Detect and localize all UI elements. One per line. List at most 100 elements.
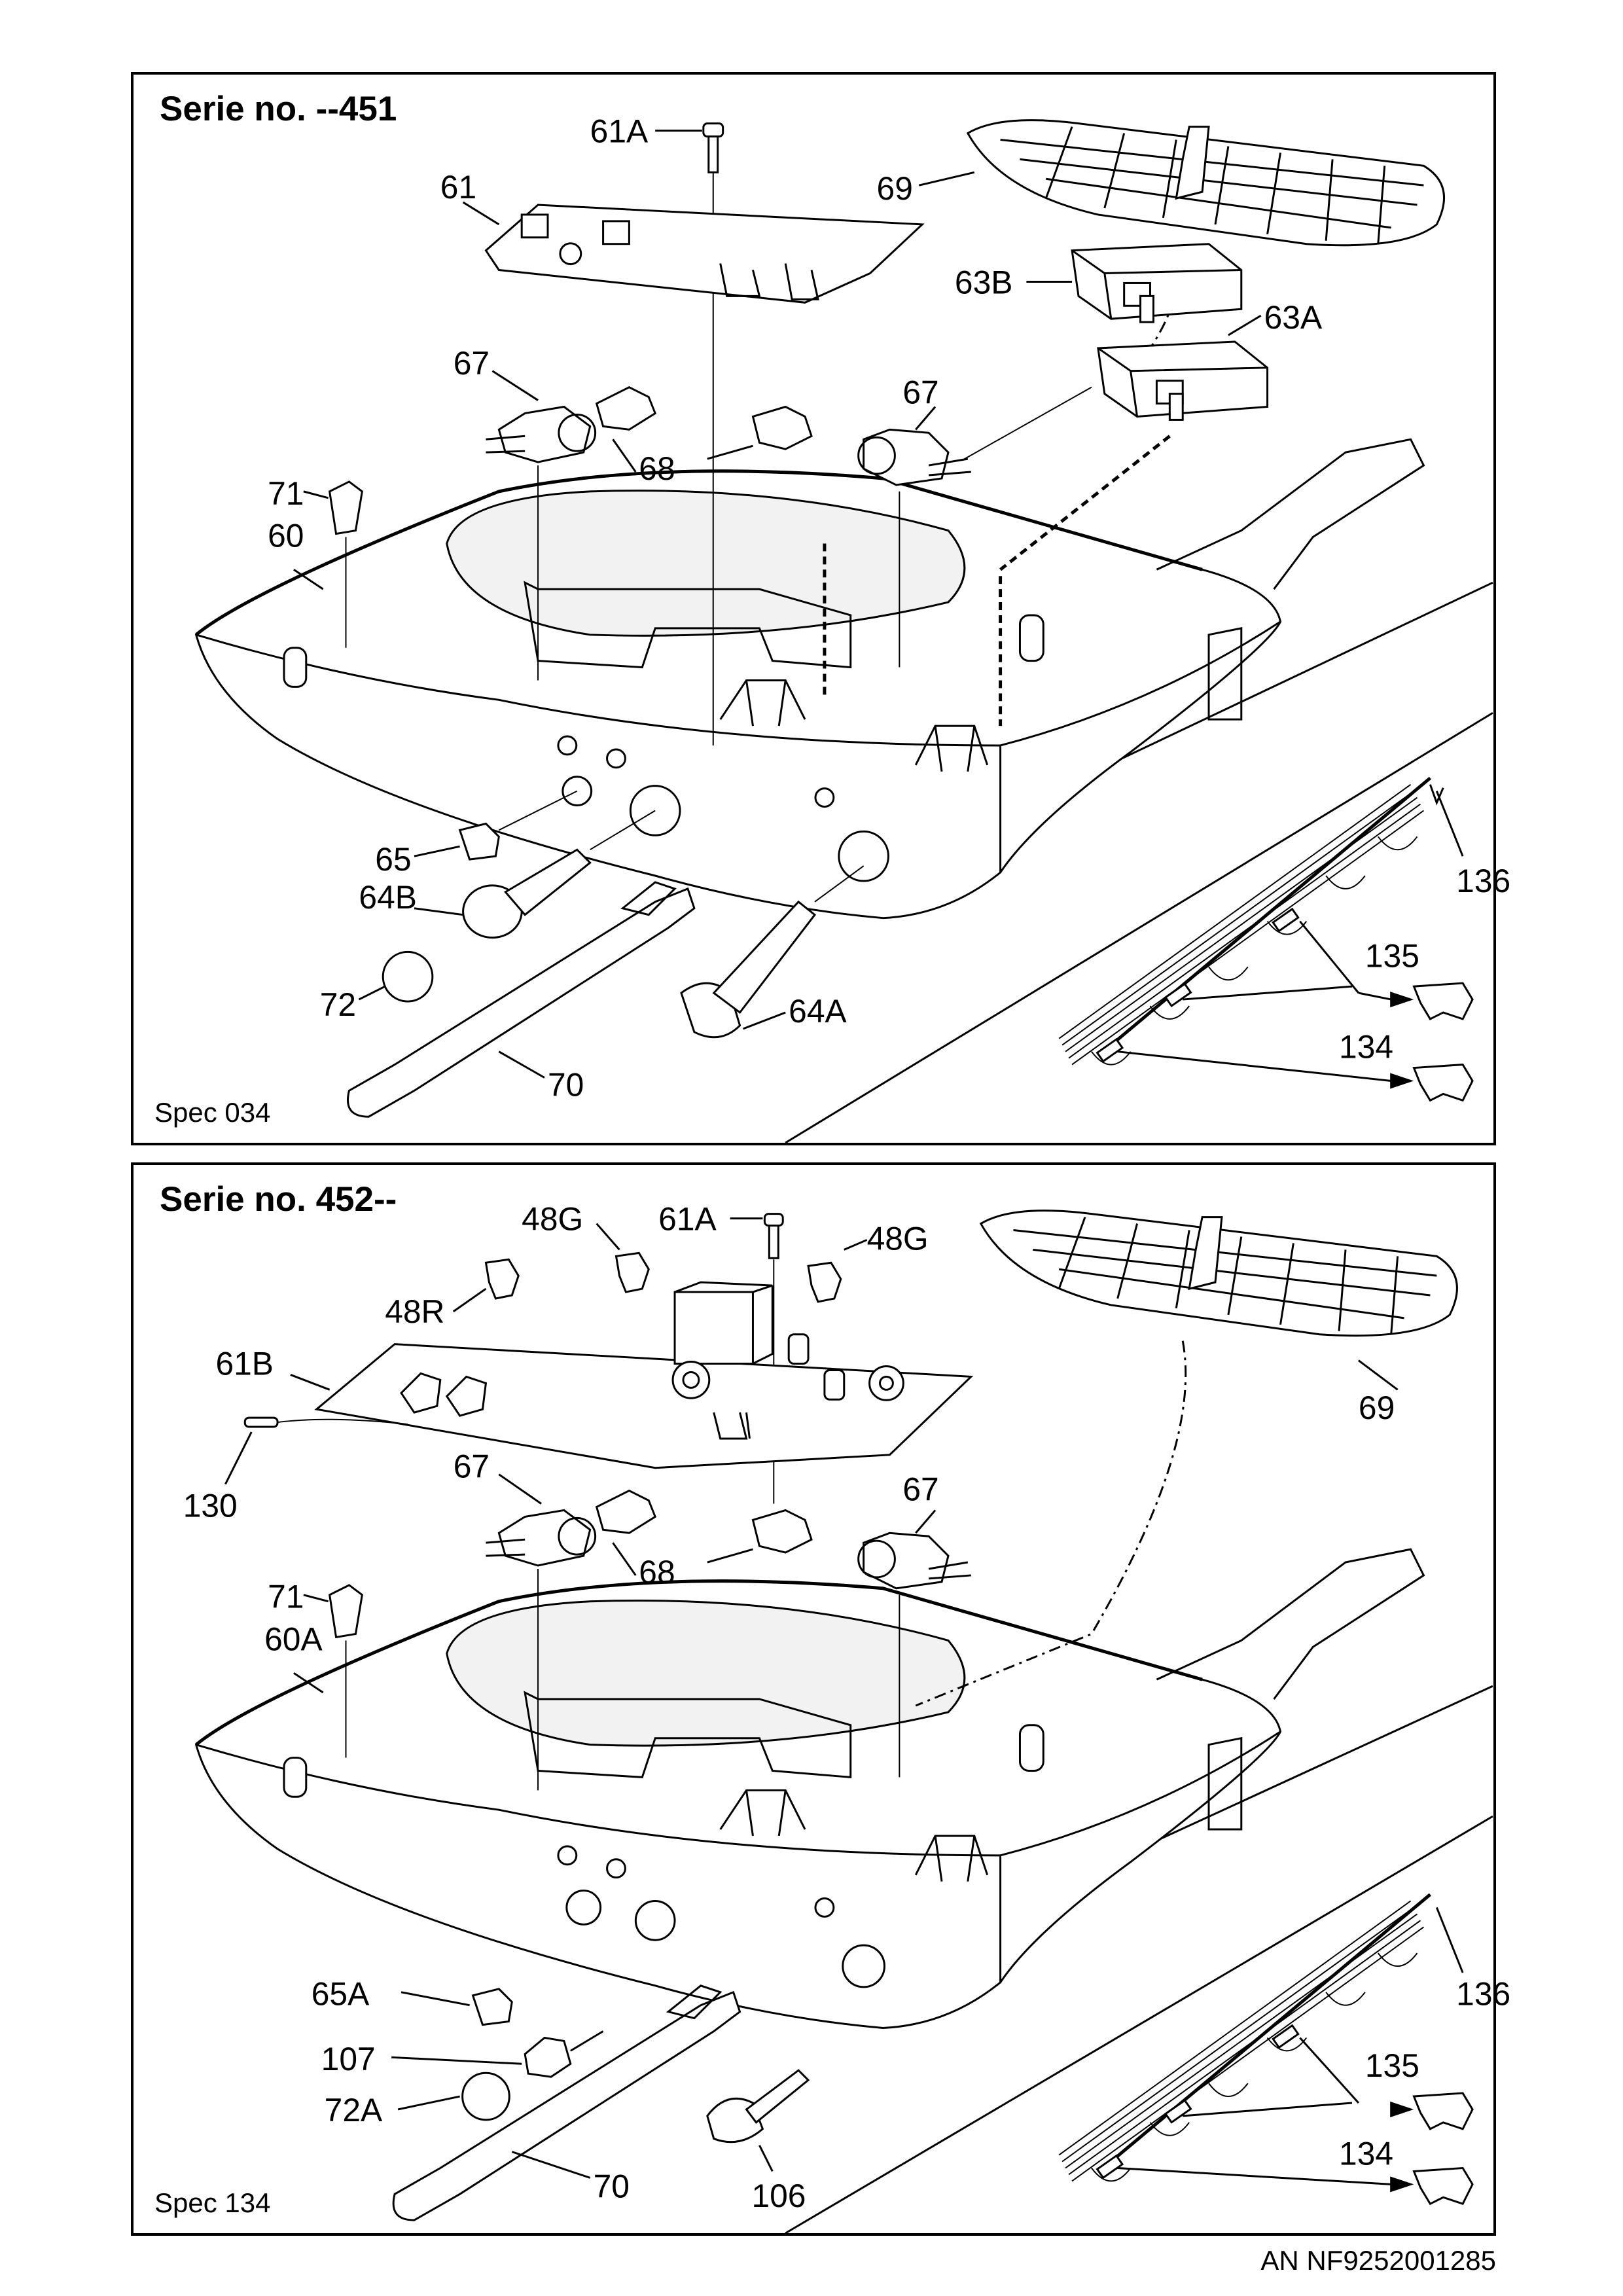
exploded-drawing: 61A 61 69	[194, 113, 1510, 1144]
callout-48G-left: 48G	[522, 1201, 583, 1238]
lamp-part-68: 68	[595, 1489, 813, 1590]
callout-67-right: 67	[902, 1471, 938, 1507]
callout-130: 130	[183, 1487, 238, 1524]
assembly-dashed-line	[823, 543, 1003, 726]
circuit-board-part-61: 61	[440, 169, 925, 304]
sensor-part-130: 130	[183, 1416, 408, 1524]
housing-hole	[842, 1944, 885, 1988]
heating-element-assembly: 136 135 134	[1058, 1893, 1510, 2206]
clip-part-71: 71 60A	[264, 1579, 364, 1758]
callout-61B: 61B	[215, 1345, 274, 1382]
callout-67-right: 67	[902, 374, 938, 411]
lamp-part-68: 68	[595, 386, 813, 487]
cover-grille-part-69: 69	[915, 1210, 1458, 1707]
button-part-72A: 72A	[325, 2072, 510, 2128]
callout-48G-right: 48G	[867, 1220, 929, 1257]
housing-hole	[634, 1899, 676, 1941]
bracket-part-48R: 48R	[385, 1258, 520, 1330]
heating-element-assembly: 136 135 134	[1058, 776, 1510, 1102]
switch-part-63A: 63A	[964, 299, 1323, 571]
lamp-holder-part-67: 67	[857, 374, 971, 668]
element-wire-136	[1110, 1893, 1431, 2163]
callout-68: 68	[639, 1554, 675, 1590]
housing-post	[283, 647, 308, 688]
callout-70: 70	[594, 2168, 630, 2204]
callout-71: 71	[268, 1579, 304, 1615]
button-part-72: 72	[320, 950, 434, 1023]
element-wire-136	[1110, 776, 1431, 1047]
callout-67-left: 67	[454, 1448, 490, 1485]
cover-grille-part-69: 69	[877, 119, 1446, 349]
housing-part-60A	[194, 1548, 1425, 2030]
lamp-holder-part-67: 67	[454, 1448, 597, 1791]
callout-135: 135	[1365, 2047, 1419, 2084]
callout-69: 69	[1359, 1390, 1395, 1426]
callout-135: 135	[1365, 937, 1419, 974]
callout-65: 65	[375, 841, 411, 878]
callout-107: 107	[321, 2041, 376, 2077]
serie-title: Serie no. 452--	[160, 1180, 397, 1219]
callout-134: 134	[1339, 1029, 1393, 1066]
clip-part-134	[1412, 1064, 1474, 1102]
indicator-part-65A: 65A	[312, 1976, 513, 2026]
assembly-dashed-line	[999, 435, 1171, 571]
callout-61A: 61A	[590, 113, 649, 149]
callout-134: 134	[1339, 2136, 1393, 2172]
clip-part-135	[1412, 2092, 1474, 2130]
bracket-part-48G: 48G	[807, 1220, 929, 1303]
slider-part-70: 70	[347, 881, 696, 1118]
screw-part-61A: 61A	[658, 1201, 784, 1504]
background-diagonal	[785, 711, 1493, 1144]
callout-72A: 72A	[325, 2092, 383, 2128]
assembly-dashed-line	[915, 1340, 1187, 1707]
callout-136: 136	[1456, 1976, 1510, 2013]
spec-label: Spec 034	[154, 1097, 271, 1128]
callout-136: 136	[1456, 863, 1510, 899]
knob-part-106: 106	[706, 2069, 810, 2214]
knob-part-64B: 64B	[359, 810, 656, 939]
housing-hole	[562, 776, 593, 807]
callout-64A: 64A	[789, 993, 847, 1030]
lamp-holder-part-67: 67	[857, 1471, 971, 1778]
callout-61: 61	[440, 169, 476, 206]
holder-part-107: 107	[321, 2030, 604, 2078]
callout-72: 72	[320, 986, 356, 1023]
exploded-drawing: 48R 48G 48G 61A	[183, 1201, 1510, 2234]
housing-hole	[838, 830, 889, 882]
callout-60A: 60A	[264, 1621, 323, 1657]
document-reference: AN NF9252001285	[1260, 2245, 1496, 2276]
clip-part-135	[1412, 982, 1474, 1020]
callout-60: 60	[268, 517, 304, 554]
callout-65A: 65A	[312, 1976, 370, 2013]
exploded-view-panel-serie-452: Serie no. 452-- Spec 134	[131, 1162, 1510, 2236]
callout-63B: 63B	[955, 264, 1013, 300]
callout-67-left: 67	[454, 345, 490, 382]
callout-69: 69	[877, 170, 913, 207]
knob-part-64A: 64A	[680, 865, 865, 1039]
callout-61A: 61A	[658, 1201, 717, 1238]
clip-part-134	[1412, 2166, 1474, 2206]
housing-part-60	[194, 438, 1425, 920]
spec-label: Spec 134	[154, 2187, 271, 2218]
slider-part-70: 70	[392, 1984, 741, 2221]
bracket-part-48G: 48G	[522, 1201, 650, 1293]
lamp-holder-part-67: 67	[454, 345, 597, 681]
callout-71: 71	[268, 475, 304, 512]
callout-64B: 64B	[359, 879, 417, 916]
serie-title: Serie no. --451	[160, 90, 397, 128]
housing-hole	[629, 785, 681, 836]
callout-106: 106	[751, 2178, 806, 2214]
circuit-board-part-61B: 61B	[215, 1281, 974, 1469]
indicator-part-65: 65	[375, 790, 578, 878]
callout-70: 70	[548, 1066, 584, 1103]
callout-48R: 48R	[385, 1293, 444, 1330]
background-diagonal	[785, 1815, 1493, 2234]
housing-post	[1018, 614, 1044, 662]
clip-part-71: 71 60	[268, 475, 364, 648]
callout-68: 68	[639, 450, 675, 487]
switch-part-63B: 63B	[955, 243, 1243, 323]
exploded-view-panel-serie-451: Serie no. --451 Spec 034	[131, 72, 1510, 1145]
housing-hole	[565, 1890, 602, 1926]
callout-63A: 63A	[1264, 299, 1323, 336]
housing-post	[283, 1757, 308, 1798]
